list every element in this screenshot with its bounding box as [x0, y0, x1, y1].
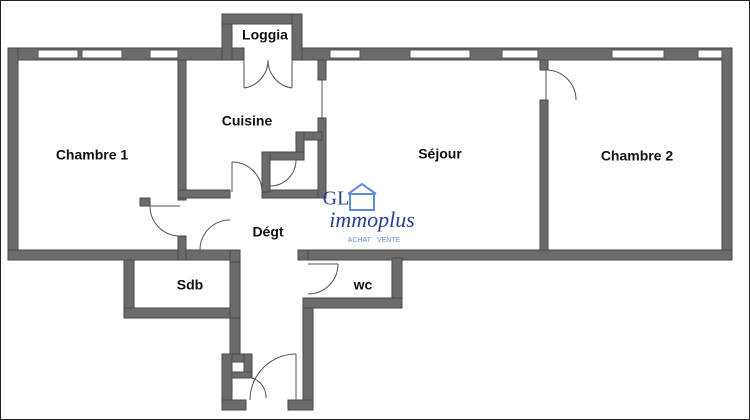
sdb-wall-bottom	[123, 307, 241, 319]
loggia-door-arc-left	[243, 59, 269, 89]
entry-door-arc	[249, 353, 297, 401]
outer-wall-right	[721, 47, 733, 261]
label-wc: wc	[353, 277, 373, 293]
entry-wall-bottom-right	[287, 399, 314, 411]
window-chambre2-b	[697, 49, 723, 59]
corridor-wall-right	[297, 249, 309, 261]
loggia-wall-top	[221, 13, 303, 25]
wc-door-arc	[307, 263, 339, 295]
wall-ch1-door-stub	[139, 197, 151, 207]
label-sejour: Séjour	[418, 146, 462, 162]
doors	[149, 59, 577, 401]
sdb-wall-right	[229, 261, 241, 319]
wall-cuisine-sejour-top	[317, 59, 327, 81]
wall-sejour-ch2	[539, 99, 549, 251]
outer-wall-left	[7, 47, 19, 261]
wall-ch1-lower-right	[177, 235, 187, 261]
closet-wall-left	[295, 131, 305, 155]
wall-ch1-cuisine	[177, 59, 187, 201]
window-cuisine	[149, 49, 179, 59]
wall-cuisine-sejour-low	[317, 117, 327, 199]
logo-brand: immoplus	[329, 207, 415, 232]
logo-tagline: ACHAT · VENTE	[348, 237, 401, 244]
loggia-wall-right	[291, 13, 303, 61]
loggia-door-arc-right	[267, 59, 293, 89]
label-chambre2: Chambre 2	[601, 148, 674, 164]
corridor-wall-right-low	[302, 299, 314, 411]
house-body-icon	[349, 193, 375, 211]
corridor-wall-left	[229, 317, 241, 359]
sdb-door-arc	[199, 219, 231, 251]
windows	[37, 49, 723, 59]
window-chambre1	[37, 49, 79, 59]
label-loggia: Loggia	[242, 27, 288, 43]
wall-sejour-ch2-top	[539, 59, 549, 71]
window-sejour-c	[501, 49, 539, 59]
label-degt: Dégt	[252, 224, 283, 240]
sdb-wall-right-top	[229, 249, 241, 263]
cuisine-door-arc	[231, 161, 263, 193]
entry-closet-door-arc	[251, 377, 267, 399]
wall-cuisine-bottom-left	[177, 189, 231, 199]
wall-cuisine-bottom-right	[261, 189, 323, 199]
wall-bottom-left	[7, 249, 234, 261]
closet-wall-stub	[261, 151, 271, 193]
chambre2-door-arc	[545, 69, 577, 101]
window-chambre1-b	[81, 49, 123, 59]
room-labels: Chambre 1 Cuisine Loggia Séjour Chambre …	[56, 27, 674, 293]
closet-door-arc	[269, 159, 297, 187]
wc-wall-bottom	[302, 297, 403, 309]
label-chambre1: Chambre 1	[56, 147, 129, 163]
window-sejour-a	[329, 49, 361, 59]
chambre1-door-arc	[149, 205, 181, 237]
window-chambre2-a	[611, 49, 665, 59]
wall-bottom-right	[302, 249, 733, 261]
entry-wall-bottom-left	[221, 399, 247, 411]
house-roof-icon	[347, 182, 377, 195]
label-cuisine: Cuisine	[222, 113, 273, 129]
brand-logo: GL immoplus ACHAT · VENTE	[323, 182, 415, 244]
window-sejour-b	[409, 49, 471, 59]
label-sdb: Sdb	[177, 277, 203, 293]
logo-initials: GL	[323, 188, 350, 210]
entry-closet-bottom	[231, 371, 253, 379]
